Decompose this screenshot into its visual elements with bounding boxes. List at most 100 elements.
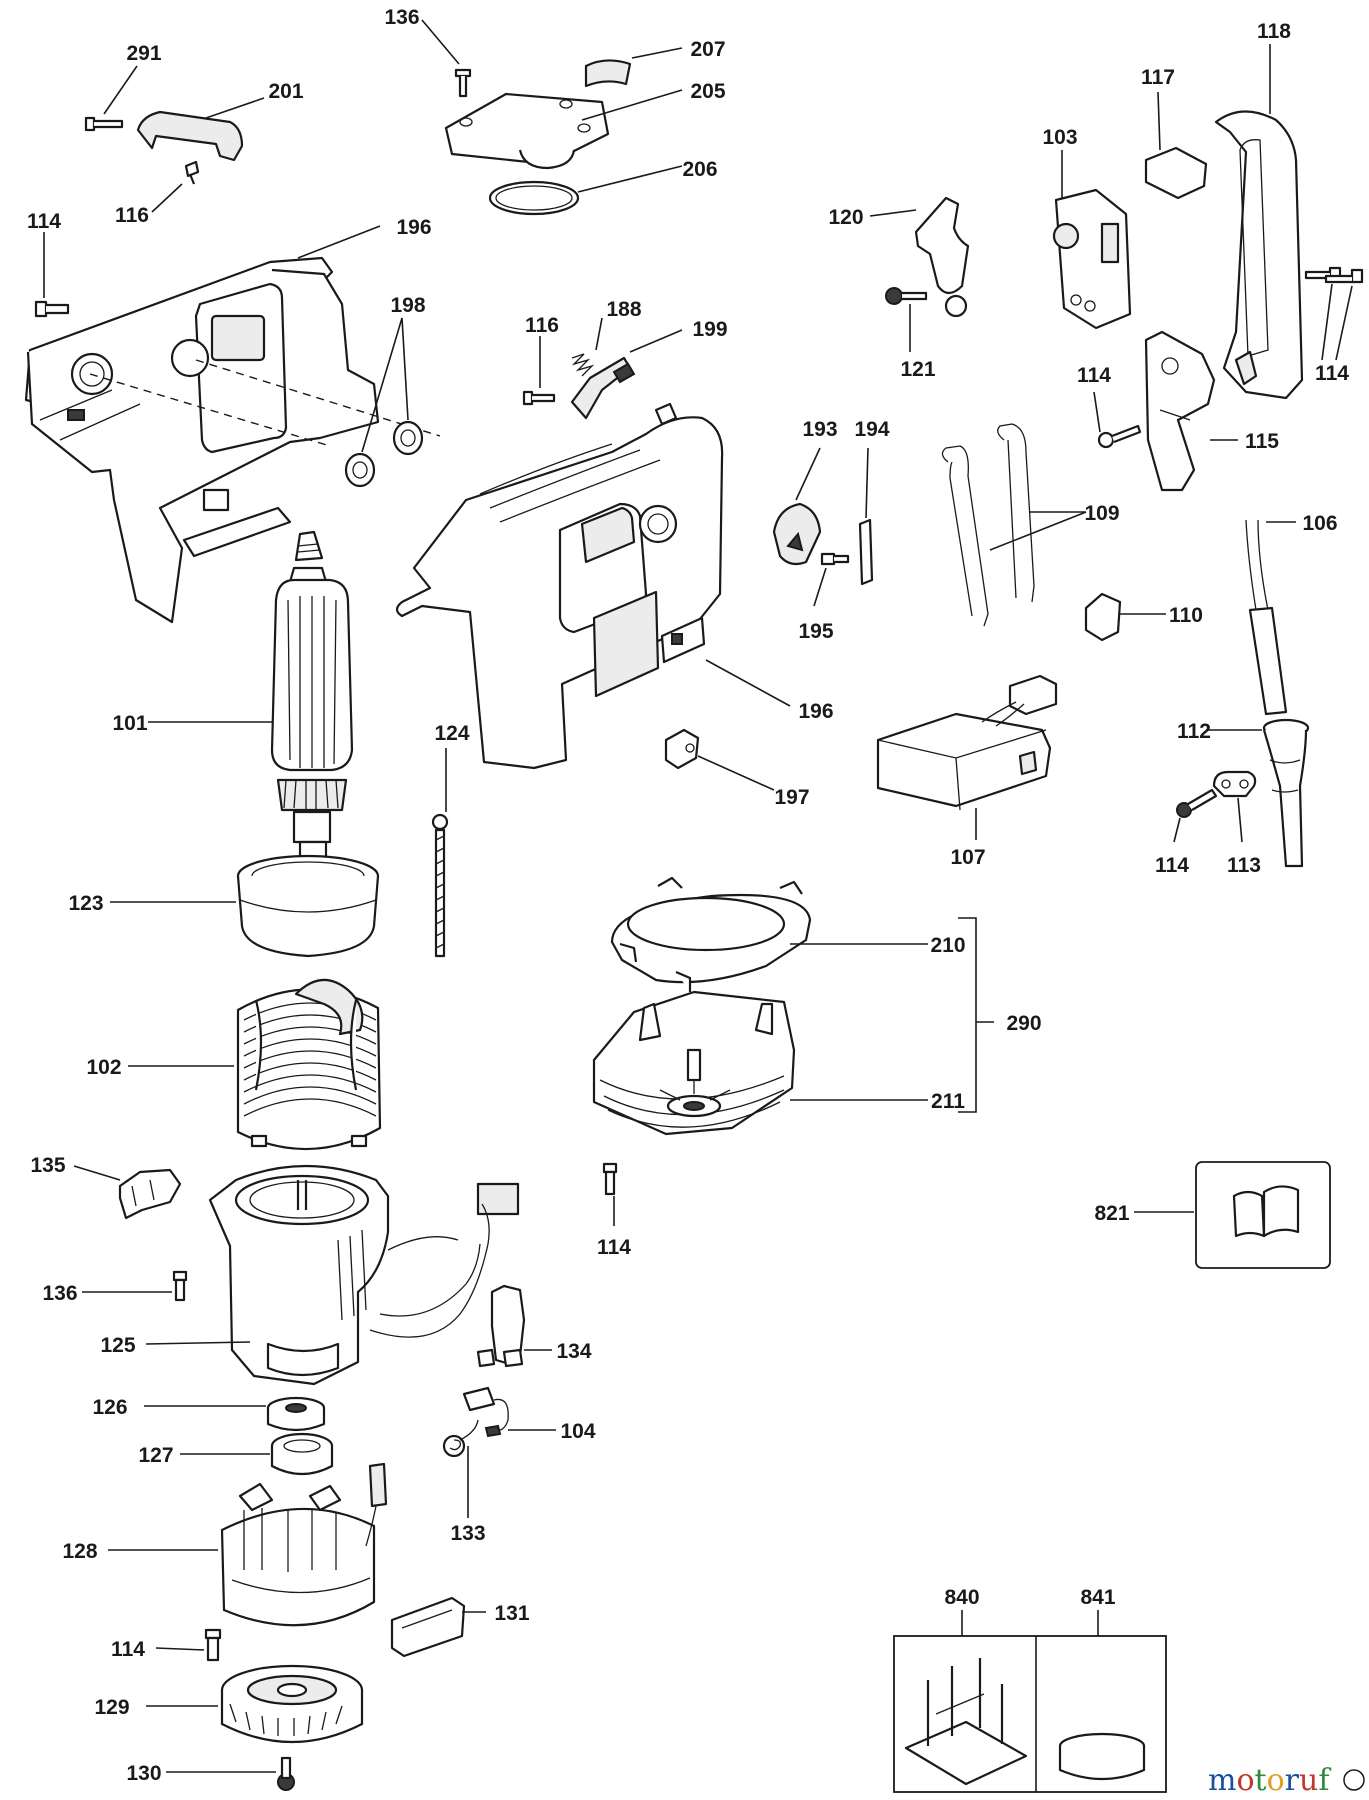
label-114-e: 114 xyxy=(597,1236,631,1259)
label-116-a: 116 xyxy=(115,204,149,227)
label-114-b: 114 xyxy=(1077,364,1111,387)
part-193-knob xyxy=(772,447,822,566)
label-131: 131 xyxy=(494,1602,529,1625)
part-124-long-screw xyxy=(431,748,449,958)
label-198: 198 xyxy=(390,294,425,317)
label-127: 127 xyxy=(138,1444,173,1467)
part-136-screw-b xyxy=(82,1270,188,1302)
part-121-screw xyxy=(885,287,928,352)
svg-text:motoruf: motoruf xyxy=(1208,1763,1331,1798)
label-120: 120 xyxy=(828,206,863,229)
label-123: 123 xyxy=(68,892,103,915)
label-124: 124 xyxy=(434,722,469,745)
part-199-lever xyxy=(570,329,683,420)
label-114-d: 114 xyxy=(1155,854,1189,877)
part-116-screw-a xyxy=(151,160,200,213)
label-128: 128 xyxy=(62,1540,97,1563)
label-118: 118 xyxy=(1257,20,1291,43)
label-210: 210 xyxy=(930,934,965,957)
box-821 xyxy=(1134,1161,1331,1269)
part-196-housing-left xyxy=(24,225,441,624)
part-116-screw-b xyxy=(522,336,556,406)
part-128-baffle xyxy=(108,1462,388,1627)
label-116-b: 116 xyxy=(525,314,559,337)
part-125-motor-housing xyxy=(145,1164,520,1386)
part-117-clip xyxy=(1144,91,1208,200)
label-125: 125 xyxy=(100,1334,135,1357)
label-205: 205 xyxy=(690,80,725,103)
label-104: 104 xyxy=(560,1420,595,1443)
watermark-icon xyxy=(1343,1769,1365,1791)
watermark-letter: f xyxy=(1318,1763,1331,1798)
label-188: 188 xyxy=(606,298,641,321)
label-291: 291 xyxy=(126,42,161,65)
part-188-spring xyxy=(571,317,603,377)
label-136-b: 136 xyxy=(42,1282,77,1305)
label-114-a: 114 xyxy=(27,210,61,233)
label-840: 840 xyxy=(944,1586,979,1609)
watermark-letter: u xyxy=(1299,1763,1318,1798)
part-102-stator xyxy=(128,978,382,1151)
part-133-spring xyxy=(442,1419,479,1518)
part-210-ring xyxy=(610,876,928,992)
part-194-strip xyxy=(858,447,874,586)
label-195: 195 xyxy=(798,620,833,643)
label-114-f: 114 xyxy=(111,1638,145,1661)
label-194: 194 xyxy=(854,418,889,441)
part-107-module xyxy=(876,674,1058,840)
part-104-carbon-brush xyxy=(462,1386,556,1438)
label-129: 129 xyxy=(94,1696,129,1719)
part-291-screw xyxy=(84,65,138,132)
label-109: 109 xyxy=(1084,502,1119,525)
part-114-screw-b xyxy=(1093,391,1142,449)
label-196-b: 196 xyxy=(798,700,833,723)
label-196-a: 196 xyxy=(396,216,431,239)
part-131-clip xyxy=(390,1596,486,1658)
part-196-housing-right xyxy=(395,402,791,770)
label-193: 193 xyxy=(802,418,837,441)
part-129-fan xyxy=(146,1664,364,1743)
part-114-screw-d xyxy=(1173,788,1218,843)
part-198-seals xyxy=(344,317,424,488)
part-120-lock-button xyxy=(869,196,970,318)
label-113: 113 xyxy=(1227,854,1261,877)
label-841: 841 xyxy=(1080,1586,1115,1609)
label-117: 117 xyxy=(1141,66,1175,89)
part-118-handle xyxy=(1214,44,1304,400)
part-127-bearing-cup xyxy=(180,1432,334,1476)
box-840-841 xyxy=(893,1610,1167,1793)
label-136-top: 136 xyxy=(384,6,419,29)
part-130-screw xyxy=(166,1756,295,1791)
label-290: 290 xyxy=(1006,1012,1041,1035)
part-123-bearing-sleeve xyxy=(110,854,380,958)
part-207-cap xyxy=(584,47,683,88)
part-112-grommet xyxy=(1206,718,1310,868)
part-195-screw xyxy=(813,552,850,607)
label-101: 101 xyxy=(112,712,147,735)
part-114-screw-f xyxy=(155,1628,222,1662)
label-207: 207 xyxy=(690,38,725,61)
label-821: 821 xyxy=(1094,1202,1129,1225)
part-206-o-ring xyxy=(488,165,683,216)
watermark-letter: r xyxy=(1285,1763,1300,1798)
part-201-bracket xyxy=(136,97,265,162)
part-205-gear-cover xyxy=(444,89,683,170)
part-135-brush-holder xyxy=(73,1165,182,1220)
watermark-letter: m xyxy=(1208,1763,1236,1798)
label-110: 110 xyxy=(1169,604,1203,627)
label-197: 197 xyxy=(774,786,809,809)
watermark-letter: o xyxy=(1236,1763,1254,1798)
label-134: 134 xyxy=(556,1340,591,1363)
label-133: 133 xyxy=(450,1522,485,1545)
part-134-brush-holder xyxy=(476,1284,552,1368)
label-126: 126 xyxy=(92,1396,127,1419)
label-201: 201 xyxy=(268,80,303,103)
part-114-screw-a xyxy=(34,232,70,318)
label-114-c: 114 xyxy=(1315,362,1349,385)
part-115-handle-bracket xyxy=(1144,330,1238,492)
label-121: 121 xyxy=(900,358,935,381)
label-211: 211 xyxy=(931,1090,965,1113)
part-labels: 136 207 205 206 291 201 116 114 196 198 … xyxy=(27,6,1349,1785)
label-135: 135 xyxy=(30,1154,65,1177)
